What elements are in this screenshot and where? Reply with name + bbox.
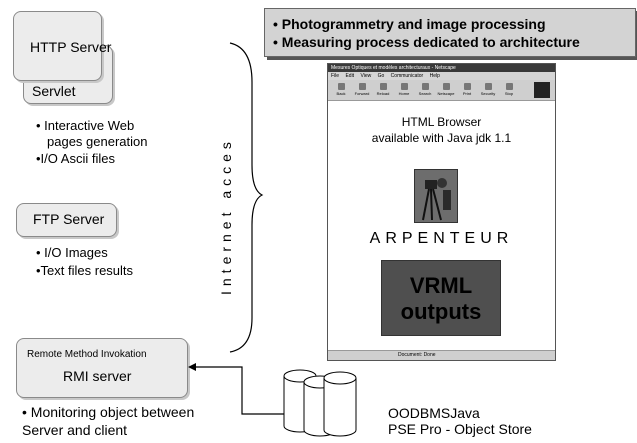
stop-icon <box>505 83 513 90</box>
callout-line-2: • Measuring process dedicated to archite… <box>273 34 580 50</box>
ftp-server-label: FTP Server <box>33 211 105 227</box>
internet-brace <box>229 42 264 353</box>
callout-line-1: • Photogrammetry and image processing <box>273 16 546 32</box>
browser-toolbar: Back Forward Reload Home Search Netscape… <box>328 80 555 101</box>
status-text: Document: Done <box>398 352 436 358</box>
back-icon <box>337 83 345 90</box>
forward-icon <box>358 83 366 90</box>
stop-button[interactable]: Stop <box>500 81 518 99</box>
rmi-db-connector <box>195 366 287 415</box>
ftp-server-box <box>16 203 117 237</box>
browser-line-2: available with Java jdk 1.1 <box>371 131 512 145</box>
menu-communicator[interactable]: Communicator <box>390 73 424 79</box>
arpenteur-photo <box>414 169 458 223</box>
search-label: Search <box>418 91 432 96</box>
browser-window: Mesures Optiques et modèles architectura… <box>327 63 556 361</box>
netscape-label: Netscape <box>437 91 455 96</box>
reload-button[interactable]: Reload <box>374 81 392 99</box>
netscape-icon <box>442 83 450 90</box>
rmi-bullet-2: Server and client <box>22 422 128 438</box>
menu-view[interactable]: View <box>360 73 372 79</box>
ftp-bullet-1: • I/O Images <box>36 245 108 260</box>
home-icon <box>400 83 408 90</box>
netscape-logo <box>534 82 550 98</box>
forward-label: Forward <box>354 91 370 96</box>
vrml-outputs-image: VRML outputs <box>381 260 501 336</box>
security-icon <box>484 83 492 90</box>
ftp-bullet-2: •Text files results <box>36 263 134 278</box>
reload-label: Reload <box>376 91 390 96</box>
servlet-label: Servlet <box>32 83 76 99</box>
print-label: Print <box>462 91 472 96</box>
browser-line-1: HTML Browser <box>401 115 482 129</box>
http-server-box <box>13 11 102 81</box>
database-cylinder-3 <box>323 371 357 437</box>
search-button[interactable]: Search <box>416 81 434 99</box>
browser-statusbar: Document: Done <box>328 350 555 360</box>
print-icon <box>463 83 471 90</box>
http-bullet-3: •I/O Ascii files <box>36 151 115 166</box>
security-button[interactable]: Security <box>479 81 497 99</box>
http-bullet-2: pages generation <box>47 134 148 149</box>
rmi-server-box <box>16 338 188 398</box>
vrml-label: VRML <box>409 273 473 298</box>
browser-menubar: File Edit View Go Communicator Help <box>328 72 555 80</box>
arpenteur-label: ARPENTEUR <box>369 230 514 247</box>
stop-label: Stop <box>504 91 514 96</box>
http-server-label: HTTP Server <box>30 39 112 55</box>
menu-edit[interactable]: Edit <box>345 73 355 79</box>
back-button[interactable]: Back <box>332 81 350 99</box>
db-line-2: PSE Pro - Object Store <box>388 421 532 437</box>
database-cylinders <box>283 369 357 437</box>
connector-arrowhead <box>188 363 196 371</box>
features-callout: • Photogrammetry and image processing • … <box>264 8 636 57</box>
camera-operator-icon <box>415 170 457 222</box>
menu-file[interactable]: File <box>331 73 340 79</box>
forward-button[interactable]: Forward <box>353 81 371 99</box>
menu-help[interactable]: Help <box>429 73 440 79</box>
outputs-label: outputs <box>400 299 482 324</box>
home-label: Home <box>398 91 410 96</box>
reload-icon <box>379 83 387 90</box>
security-label: Security <box>480 91 496 96</box>
home-button[interactable]: Home <box>395 81 413 99</box>
db-line-1: OODBMSJava <box>388 405 480 421</box>
print-button[interactable]: Print <box>458 81 476 99</box>
search-icon <box>421 83 429 90</box>
browser-titlebar: Mesures Optiques et modèles architectura… <box>328 64 555 72</box>
menu-go[interactable]: Go <box>377 73 385 79</box>
rmi-bullet-1: • Monitoring object between <box>22 404 195 420</box>
netscape-button[interactable]: Netscape <box>437 81 455 99</box>
back-label: Back <box>336 91 346 96</box>
browser-title: Mesures Optiques et modèles architectura… <box>331 65 456 71</box>
http-bullet-1: • Interactive Web <box>36 118 135 133</box>
rmi-title-label: Remote Method Invokation <box>27 349 147 360</box>
rmi-server-label: RMI server <box>63 368 132 384</box>
